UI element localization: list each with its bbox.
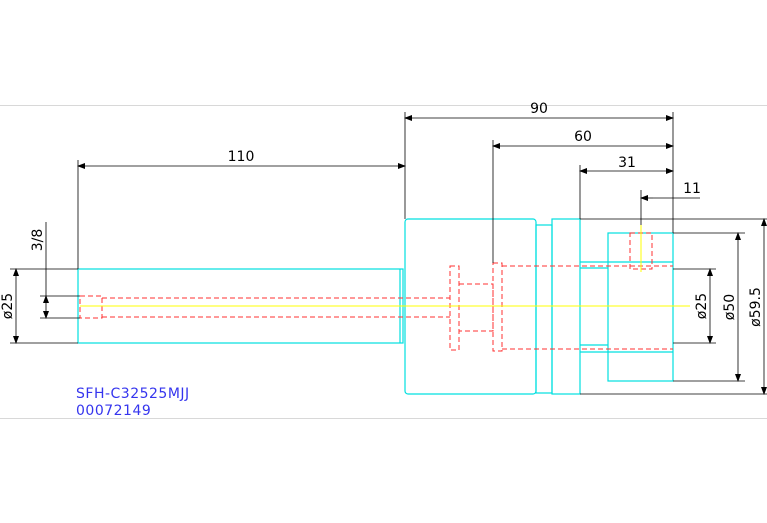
dim-text-shank-dia: ø25 [0, 293, 16, 319]
dimension-lines [13, 115, 767, 395]
stop-screw-head-hidden [449, 265, 460, 351]
stop-screw-body-hidden [458, 283, 494, 332]
bore-flange-hidden [492, 262, 503, 352]
dim-text-thread: 3/8 [30, 229, 46, 252]
dim-text-90: 90 [530, 101, 548, 117]
dim-text-60: 60 [574, 129, 592, 145]
hidden-lines [79, 232, 673, 352]
thread-hole-hidden [79, 295, 103, 319]
frame-top-line [0, 105, 767, 106]
serial-number: 00072149 [76, 403, 152, 419]
frame-bottom-line [0, 418, 767, 419]
part-number: SFH-C32525MJJ [76, 386, 190, 402]
dim-text-11: 11 [683, 181, 701, 197]
centerlines [80, 225, 690, 307]
dim-text-bore-dia: ø25 [694, 293, 710, 319]
dim-text-31: 31 [618, 155, 636, 171]
dim-text-110: 110 [228, 149, 255, 165]
dim-text-pocket-dia: ø50 [722, 294, 738, 320]
collar-outline [535, 224, 553, 394]
dim-text-flange-dia: ø59.5 [748, 287, 764, 327]
